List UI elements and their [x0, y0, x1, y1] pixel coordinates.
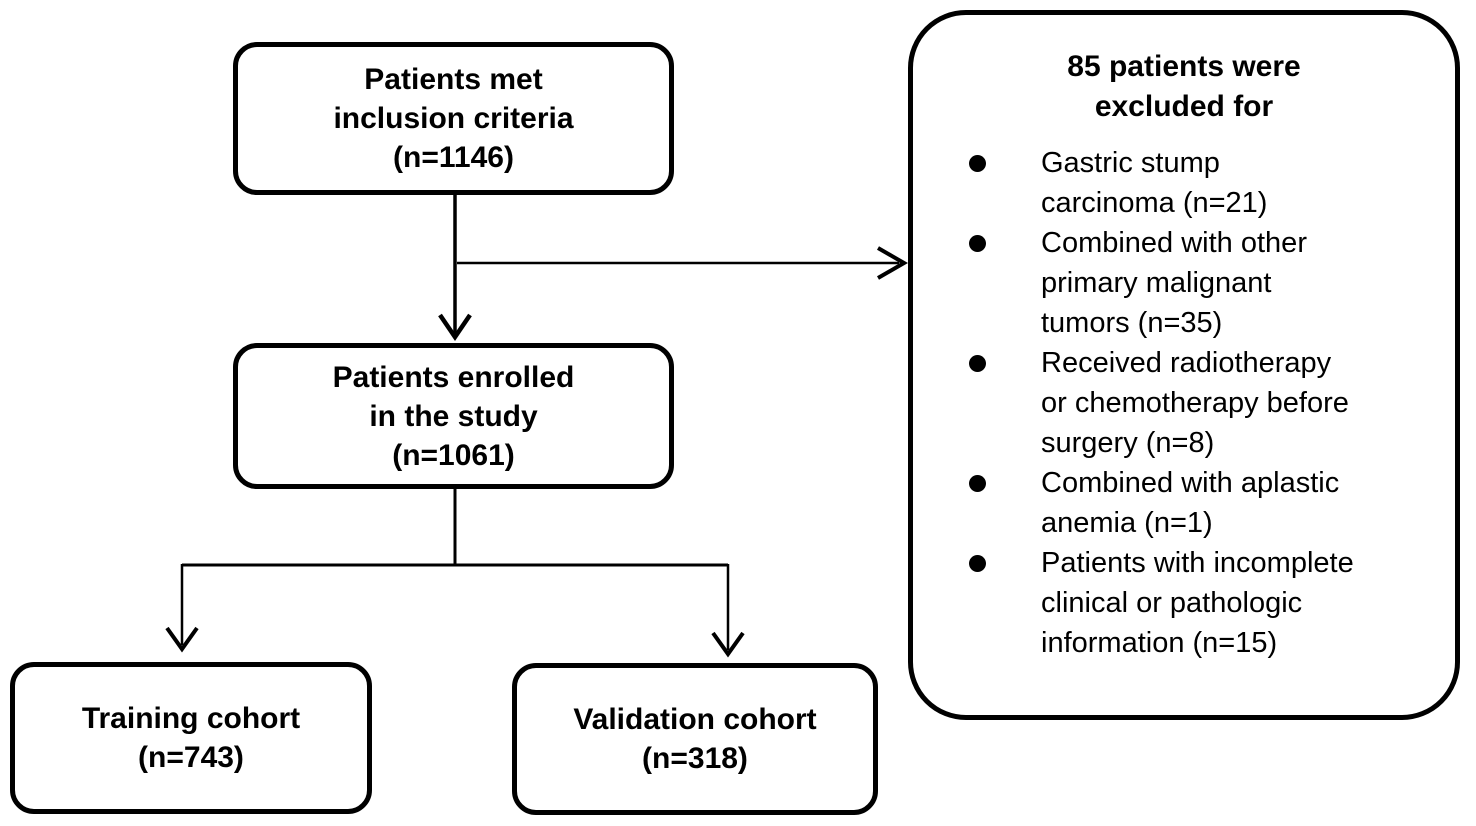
- enrolled-label-line1: Patients enrolled: [332, 360, 575, 394]
- training-label-line2: (n=743): [138, 741, 244, 774]
- excluded-item-text: Patients with incomplete: [1041, 547, 1354, 579]
- excluded-item-text: anemia (n=1): [1041, 507, 1213, 539]
- excluded-item-prior-therapy: Received radiotherapy or chemotherapy be…: [913, 343, 1455, 463]
- bullet-icon: [969, 155, 986, 172]
- bullet-icon: [969, 235, 986, 252]
- enrolled-label-line3: (n=1061): [392, 438, 515, 472]
- excluded-item-other-tumors: Combined with other primary malignant tu…: [913, 223, 1455, 343]
- inclusion-label-line1: Patients met: [364, 63, 543, 96]
- excluded-item-text: Combined with aplastic: [1041, 467, 1340, 499]
- validation-box: Validation cohort (n=318): [512, 663, 878, 815]
- excluded-item-text: Combined with other: [1041, 227, 1307, 259]
- bullet-icon: [969, 475, 986, 492]
- excluded-item-aplastic-anemia: Combined with aplastic anemia (n=1): [913, 463, 1455, 543]
- excluded-item-text: Received radiotherapy: [1041, 347, 1332, 379]
- bullet-icon: [969, 555, 986, 572]
- excluded-item-text: Gastric stump: [1041, 147, 1220, 179]
- training-box: Training cohort (n=743): [10, 662, 372, 814]
- excluded-item-text: or chemotherapy before: [1041, 387, 1349, 419]
- excluded-box: 85 patients were excluded for Gastric st…: [908, 10, 1460, 720]
- excluded-item-text: tumors (n=35): [1041, 307, 1223, 339]
- enrolled-box: Patients enrolled in the study (n=1061): [233, 343, 674, 489]
- arrowhead-right-excluded-icon: [877, 246, 909, 280]
- arrowhead-down-training-icon: [165, 626, 199, 653]
- arrowhead-down-enrolled-icon: [438, 313, 472, 341]
- inclusion-label-line3: (n=1146): [393, 141, 514, 174]
- validation-label-line2: (n=318): [642, 742, 748, 775]
- validation-label-line1: Validation cohort: [573, 703, 817, 736]
- excluded-item-text: clinical or pathologic: [1041, 587, 1303, 619]
- training-label-line1: Training cohort: [81, 702, 301, 735]
- bullet-icon: [969, 355, 986, 372]
- excluded-item-text: information (n=15): [1041, 627, 1278, 659]
- excluded-item-gastric-stump: Gastric stump carcinoma (n=21): [913, 143, 1455, 223]
- excluded-title-line2: excluded for: [1094, 90, 1274, 123]
- excluded-item-text: primary malignant: [1041, 267, 1272, 299]
- arrowhead-down-validation-icon: [711, 631, 745, 658]
- excluded-item-incomplete-info: Patients with incomplete clinical or pat…: [913, 543, 1455, 663]
- excluded-item-text: surgery (n=8): [1041, 427, 1215, 459]
- excluded-list: Gastric stump carcinoma (n=21) Combined …: [913, 143, 1455, 663]
- excluded-title: 85 patients were excluded for: [913, 47, 1455, 127]
- inclusion-label-line2: inclusion criteria: [333, 102, 574, 135]
- excluded-title-line1: 85 patients were: [1067, 50, 1301, 83]
- inclusion-box: Patients met inclusion criteria (n=1146): [233, 42, 674, 195]
- excluded-item-text: carcinoma (n=21): [1041, 187, 1268, 219]
- enrolled-label-line2: in the study: [369, 399, 538, 433]
